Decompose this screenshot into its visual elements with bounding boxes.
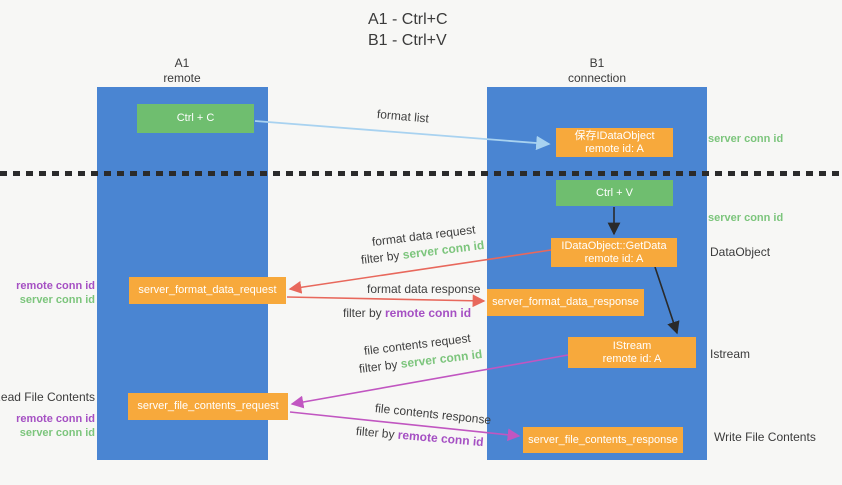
right-label-write-file-contents: Write File Contents	[714, 430, 816, 444]
title-line-2: B1 - Ctrl+V	[368, 32, 447, 49]
node-istream-title: IStream	[612, 339, 652, 352]
title-line-1: A1 - Ctrl+C	[368, 11, 448, 28]
right-label-istream: Istream	[710, 347, 751, 361]
node-ctrl-v: Ctrl + V	[556, 180, 673, 206]
diagram-title: A1 - Ctrl+C B1 - Ctrl+V	[368, 9, 448, 51]
lifeline-a1-subtitle: remote	[163, 71, 201, 85]
node-server-file-contents-response: server_file_contents_response	[523, 427, 683, 453]
node-istream: IStream remote id: A	[568, 337, 696, 368]
node-save-idataobject: 保存IDataObject remote id: A	[556, 128, 673, 157]
right-label-dataobject: DataObject	[710, 245, 771, 259]
node-ctrl-c-label: Ctrl + C	[176, 112, 215, 124]
lifeline-header-a1: A1 remote	[122, 56, 242, 86]
node-ctrl-v-label: Ctrl + V	[596, 186, 633, 199]
phase-separator-dotted-line	[0, 171, 842, 176]
left-label-server-conn-id-1: server conn id	[19, 294, 95, 306]
lifeline-b1-name: B1	[589, 56, 605, 70]
node-server-file-contents-request-label: server_file_contents_request	[137, 400, 279, 412]
filter-by-text-1: filter by	[360, 247, 404, 267]
node-idataobject-getdata: IDataObject::GetData remote id: A	[551, 238, 677, 267]
flow-label-filter-4: filter by remote conn id	[355, 424, 484, 449]
lifeline-a1-name: A1	[174, 56, 190, 70]
node-server-format-data-response-label: server_format_data_response	[492, 296, 639, 308]
filter-by-text-3: filter by	[358, 356, 402, 376]
flow-label-format-data-response: format data response	[367, 282, 481, 296]
node-server-file-contents-request: server_file_contents_request	[128, 393, 288, 420]
filter-value-remote-conn-id-2: remote conn id	[385, 306, 472, 320]
flow-label-file-contents-response: file contents response	[374, 401, 492, 428]
filter-by-text-2: filter by	[343, 306, 386, 320]
flow-label-format-list: format list	[376, 107, 430, 126]
node-ctrl-c: Ctrl + C	[137, 104, 254, 133]
node-idataobject-getdata-subtitle: remote id: A	[584, 252, 644, 265]
node-server-format-data-response: server_format_data_response	[487, 289, 644, 316]
arrow-format-data-response	[286, 294, 486, 308]
lifeline-b1-subtitle: connection	[567, 71, 627, 85]
right-label-server-conn-id-mid: server conn id	[708, 212, 784, 224]
node-save-idataobject-title: 保存IDataObject	[574, 129, 655, 142]
left-label-remote-conn-id-2: remote conn id	[16, 413, 95, 425]
left-label-remote-conn-id-1: remote conn id	[16, 280, 95, 292]
node-save-idataobject-subtitle: remote id: A	[585, 142, 644, 155]
filter-by-text-4: filter by	[355, 424, 399, 442]
left-label-server-conn-id-2: server conn id	[19, 427, 95, 439]
flow-label-filter-2: filter by remote conn id	[343, 306, 471, 320]
node-server-format-data-request-label: server_format_data_request	[138, 284, 277, 296]
node-idataobject-getdata-title: IDataObject::GetData	[561, 239, 667, 252]
node-server-file-contents-response-label: server_file_contents_response	[528, 433, 678, 446]
right-label-server-conn-id-top: server conn id	[708, 133, 784, 145]
left-label-read-file-contents: Read File Contents	[0, 390, 95, 404]
node-istream-subtitle: remote id: A	[602, 352, 662, 365]
lifeline-header-b1: B1 connection	[537, 56, 657, 86]
node-server-format-data-request: server_format_data_request	[129, 277, 286, 304]
filter-value-remote-conn-id-4: remote conn id	[397, 427, 485, 450]
